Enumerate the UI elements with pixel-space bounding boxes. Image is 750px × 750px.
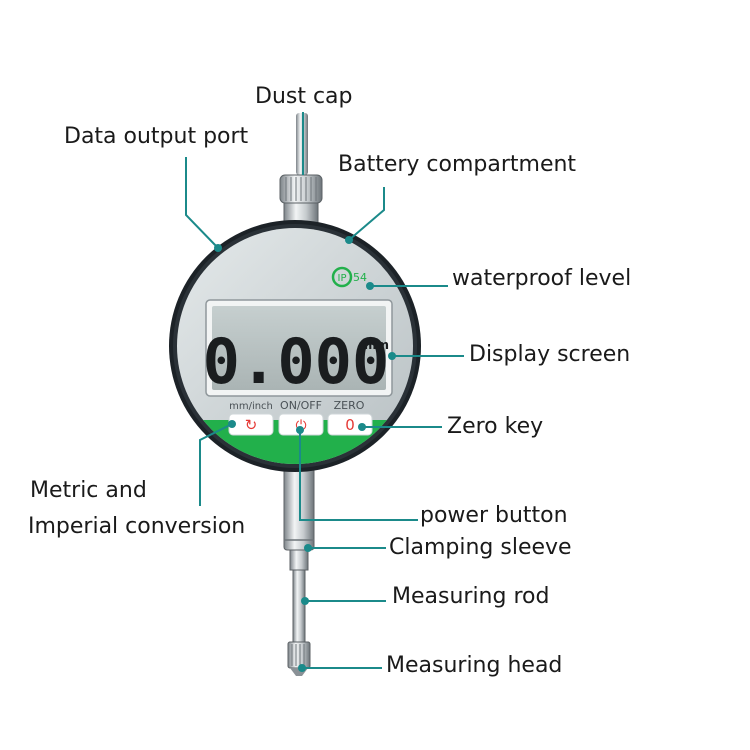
label-power-button: power button bbox=[420, 503, 568, 528]
zero-key[interactable]: 0 bbox=[327, 413, 373, 436]
label-zero-key: Zero key bbox=[447, 414, 544, 439]
leader-battery bbox=[348, 187, 385, 241]
label-dust-cap: Dust cap bbox=[255, 84, 353, 109]
label-data-output-port: Data output port bbox=[64, 124, 249, 149]
label-battery-compartment: Battery compartment bbox=[338, 152, 577, 177]
label-metric-imperial-line2: Imperial conversion bbox=[28, 514, 246, 539]
leader-power bbox=[299, 430, 418, 521]
key-label-mm-inch: mm/inch bbox=[229, 401, 273, 412]
refresh-icon: ↻ bbox=[245, 416, 258, 434]
leader-metric bbox=[199, 423, 233, 506]
ip-prefix: IP bbox=[338, 273, 347, 284]
label-measuring-rod: Measuring rod bbox=[392, 584, 550, 609]
dust-cap bbox=[279, 113, 323, 228]
display-screen: 0.000 mm bbox=[203, 299, 393, 398]
label-metric-imperial-line1: Metric and bbox=[30, 478, 147, 503]
zero-icon: 0 bbox=[345, 416, 355, 434]
display-reading: 0.000 bbox=[203, 325, 390, 398]
label-waterproof-level: waterproof level bbox=[452, 266, 632, 291]
key-labels: mm/inch ON/OFF ZERO bbox=[229, 399, 365, 412]
power-icon: ⏻ bbox=[295, 418, 306, 434]
label-display-screen: Display screen bbox=[469, 342, 631, 367]
leader-dots bbox=[214, 236, 396, 672]
ip-rating-badge: IP 54 bbox=[331, 266, 367, 288]
measuring-head bbox=[287, 641, 311, 676]
ip-value: 54 bbox=[353, 271, 367, 284]
key-label-zero: ZERO bbox=[334, 399, 365, 412]
display-unit: mm bbox=[364, 338, 389, 352]
leader-lines bbox=[185, 112, 464, 669]
label-clamping-sleeve: Clamping sleeve bbox=[389, 535, 572, 560]
label-measuring-head: Measuring head bbox=[386, 653, 563, 678]
leader-data-port bbox=[185, 157, 219, 249]
key-label-on-off: ON/OFF bbox=[280, 399, 322, 412]
measuring-rod bbox=[292, 569, 306, 643]
